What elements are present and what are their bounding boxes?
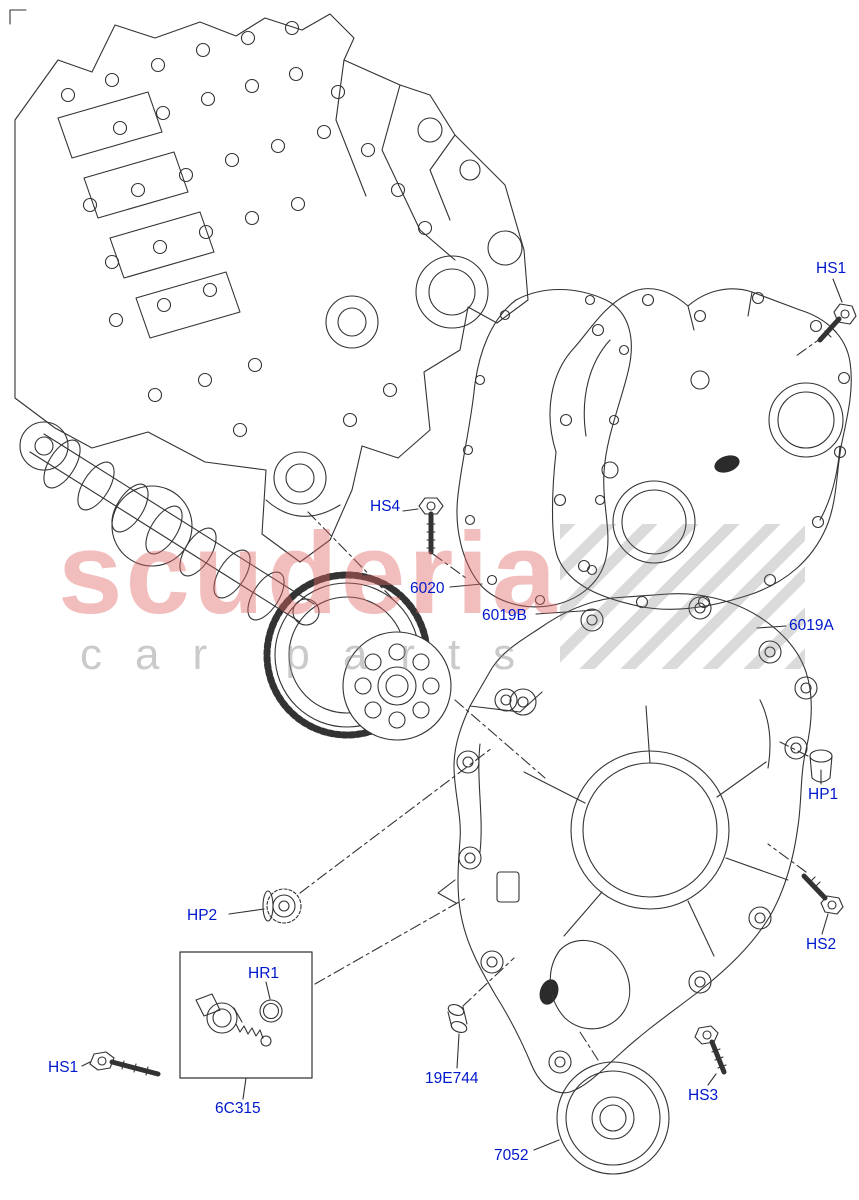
sensor-6c315-icon [195,993,272,1047]
sensor-box-outline [179,951,313,1079]
part-label-6020[interactable]: 6020 [410,580,445,597]
part-label-6c315[interactable]: 6C315 [215,1100,261,1117]
engine-block-drawing [14,13,529,563]
lower-timing-cover-drawing [437,593,818,1094]
part-label-6019b[interactable]: 6019B [482,607,527,624]
part-label-hs2[interactable]: HS2 [806,936,837,953]
camshaft-drawing [19,421,320,626]
oil-seal-7052-drawing [556,1061,670,1175]
part-label-hs3[interactable]: HS3 [688,1087,719,1104]
timing-gear-drawing [263,571,452,741]
part-label-hs1-top[interactable]: HS1 [816,260,847,277]
part-label-hp2[interactable]: HP2 [187,907,218,924]
assembly-centerlines [299,335,825,1061]
part-label-hp1[interactable]: HP1 [808,786,839,803]
bolt-hs2-icon [801,873,844,915]
part-label-hr1[interactable]: HR1 [248,965,280,982]
part-label-hs4[interactable]: HS4 [370,498,401,515]
label-leader-lines [81,278,843,1151]
upper-timing-cover-drawing [549,288,852,610]
part-label-7052[interactable]: 7052 [494,1147,529,1164]
plug-19e744-icon [447,1004,468,1033]
gasket-6020-drawing [456,288,632,608]
o-ring-hr1-icon [259,999,283,1023]
bolt-hs3-icon [694,1025,727,1075]
plug-hp2-icon [262,888,302,924]
part-label-19e744[interactable]: 19E744 [425,1070,479,1087]
part-label-6019a[interactable]: 6019A [789,617,834,634]
frame-corner-mark [9,9,27,25]
bolt-hs1-bottom-icon [89,1051,161,1077]
part-label-hs1-bottom[interactable]: HS1 [48,1059,79,1076]
bolt-hs4-icon [418,497,444,555]
